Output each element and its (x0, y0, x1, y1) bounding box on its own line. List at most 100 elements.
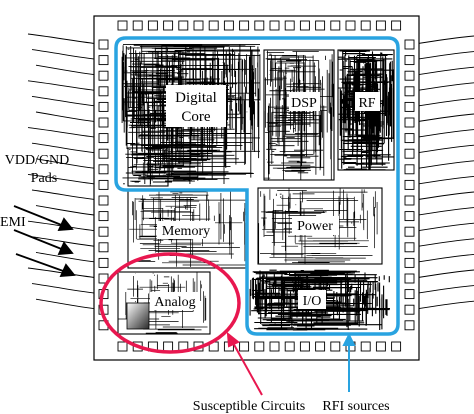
memory-label-text: Memory (162, 224, 210, 239)
pin-wire (413, 300, 474, 310)
bond-pad (98, 70, 109, 81)
bond-pad (404, 179, 415, 190)
pin-wire (413, 175, 474, 185)
bond-pad (360, 20, 371, 31)
right-pin-wires (413, 35, 474, 310)
dsp-block-routing (263, 50, 335, 180)
pin-wire (31, 283, 100, 295)
bond-pad (404, 117, 415, 128)
bond-pad (269, 20, 280, 31)
bond-pad (193, 20, 204, 31)
bond-pad (239, 20, 250, 31)
bond-pad (147, 20, 158, 31)
susceptible-pointer (226, 331, 263, 396)
pin-wire (31, 142, 100, 154)
bond-pad (404, 133, 415, 144)
digital-core-label-line1: Digital (175, 90, 217, 106)
bond-pad (404, 148, 415, 159)
susceptible-circuits-label: Susceptible Circuits (193, 399, 305, 414)
bond-pad (98, 101, 109, 112)
bond-pad (163, 341, 174, 352)
bond-pads (98, 20, 415, 352)
pin-wire (413, 269, 474, 279)
pin-wire (413, 35, 474, 45)
analog-block (117, 271, 211, 335)
bond-pad (98, 195, 109, 206)
pin-wire (31, 95, 100, 107)
bond-pad (223, 20, 234, 31)
bond-pad (98, 179, 109, 190)
analog-label: Analog (150, 292, 200, 310)
rf-block-routing (338, 49, 395, 171)
pin-wire (35, 64, 100, 76)
bond-pad (98, 55, 109, 66)
bond-pad (254, 20, 265, 31)
bond-pad (404, 289, 415, 300)
bond-pad (98, 242, 109, 253)
pin-wire (35, 111, 100, 123)
bond-pad (391, 20, 402, 31)
pin-wire (413, 253, 474, 263)
rfi-sources-label: RFI sources (322, 399, 389, 414)
bond-pad (284, 341, 295, 352)
dsp-label-text: DSP (291, 96, 317, 111)
pin-wire (413, 129, 474, 139)
bond-pad (404, 70, 415, 81)
bond-pad (391, 341, 402, 352)
pin-wire (27, 80, 100, 92)
analog-label-text: Analog (154, 295, 195, 310)
pin-wire (413, 285, 474, 295)
small-left-block-border (127, 147, 169, 187)
bond-pad (117, 20, 128, 31)
bond-pad (404, 273, 415, 284)
io-block-routing (249, 269, 390, 331)
vdd-gnd-label-line2: Pads (31, 171, 57, 186)
dsp-label: DSP (289, 92, 320, 111)
pin-wire (35, 205, 100, 217)
bond-pad (132, 20, 143, 31)
bond-pad (404, 226, 415, 237)
io-block (249, 269, 390, 331)
bond-pad (98, 39, 109, 50)
bond-pad (404, 101, 415, 112)
pin-wire (413, 66, 474, 76)
bond-pad (404, 242, 415, 253)
rf-block (337, 49, 395, 171)
pin-wire (413, 207, 474, 217)
pin-wire (413, 160, 474, 170)
bond-pad (315, 341, 326, 352)
bond-pad (375, 341, 386, 352)
small-left-block (127, 147, 169, 187)
bond-pad (284, 20, 295, 31)
bond-pad (404, 320, 415, 331)
io-label-text: I/O (303, 294, 322, 309)
pin-wire (413, 113, 474, 123)
pin-wire (413, 97, 474, 107)
rfi-pointer (342, 332, 356, 392)
digital-core-label: Digital Core (166, 85, 226, 127)
bond-pad (404, 257, 415, 268)
bond-pad (404, 195, 415, 206)
analog-component (126, 302, 150, 330)
emi-label: EMI (0, 215, 26, 230)
vdd-gnd-label-line1: VDD/GND (5, 153, 70, 168)
pin-wire (31, 49, 100, 61)
bond-pad (404, 39, 415, 50)
bond-pad (330, 20, 341, 31)
io-label: I/O (298, 290, 326, 309)
bond-pad (98, 148, 109, 159)
pin-wire (413, 51, 474, 61)
bond-pad (163, 20, 174, 31)
bond-pad (404, 211, 415, 222)
bond-pad (360, 341, 371, 352)
bond-pad (98, 257, 109, 268)
bond-pad (299, 20, 310, 31)
bond-pad (375, 20, 386, 31)
bond-pad (315, 20, 326, 31)
rf-label: RF (355, 92, 380, 111)
bond-pad (269, 341, 280, 352)
pin-wire (413, 222, 474, 232)
bond-pad (330, 341, 341, 352)
pin-wire (413, 191, 474, 201)
